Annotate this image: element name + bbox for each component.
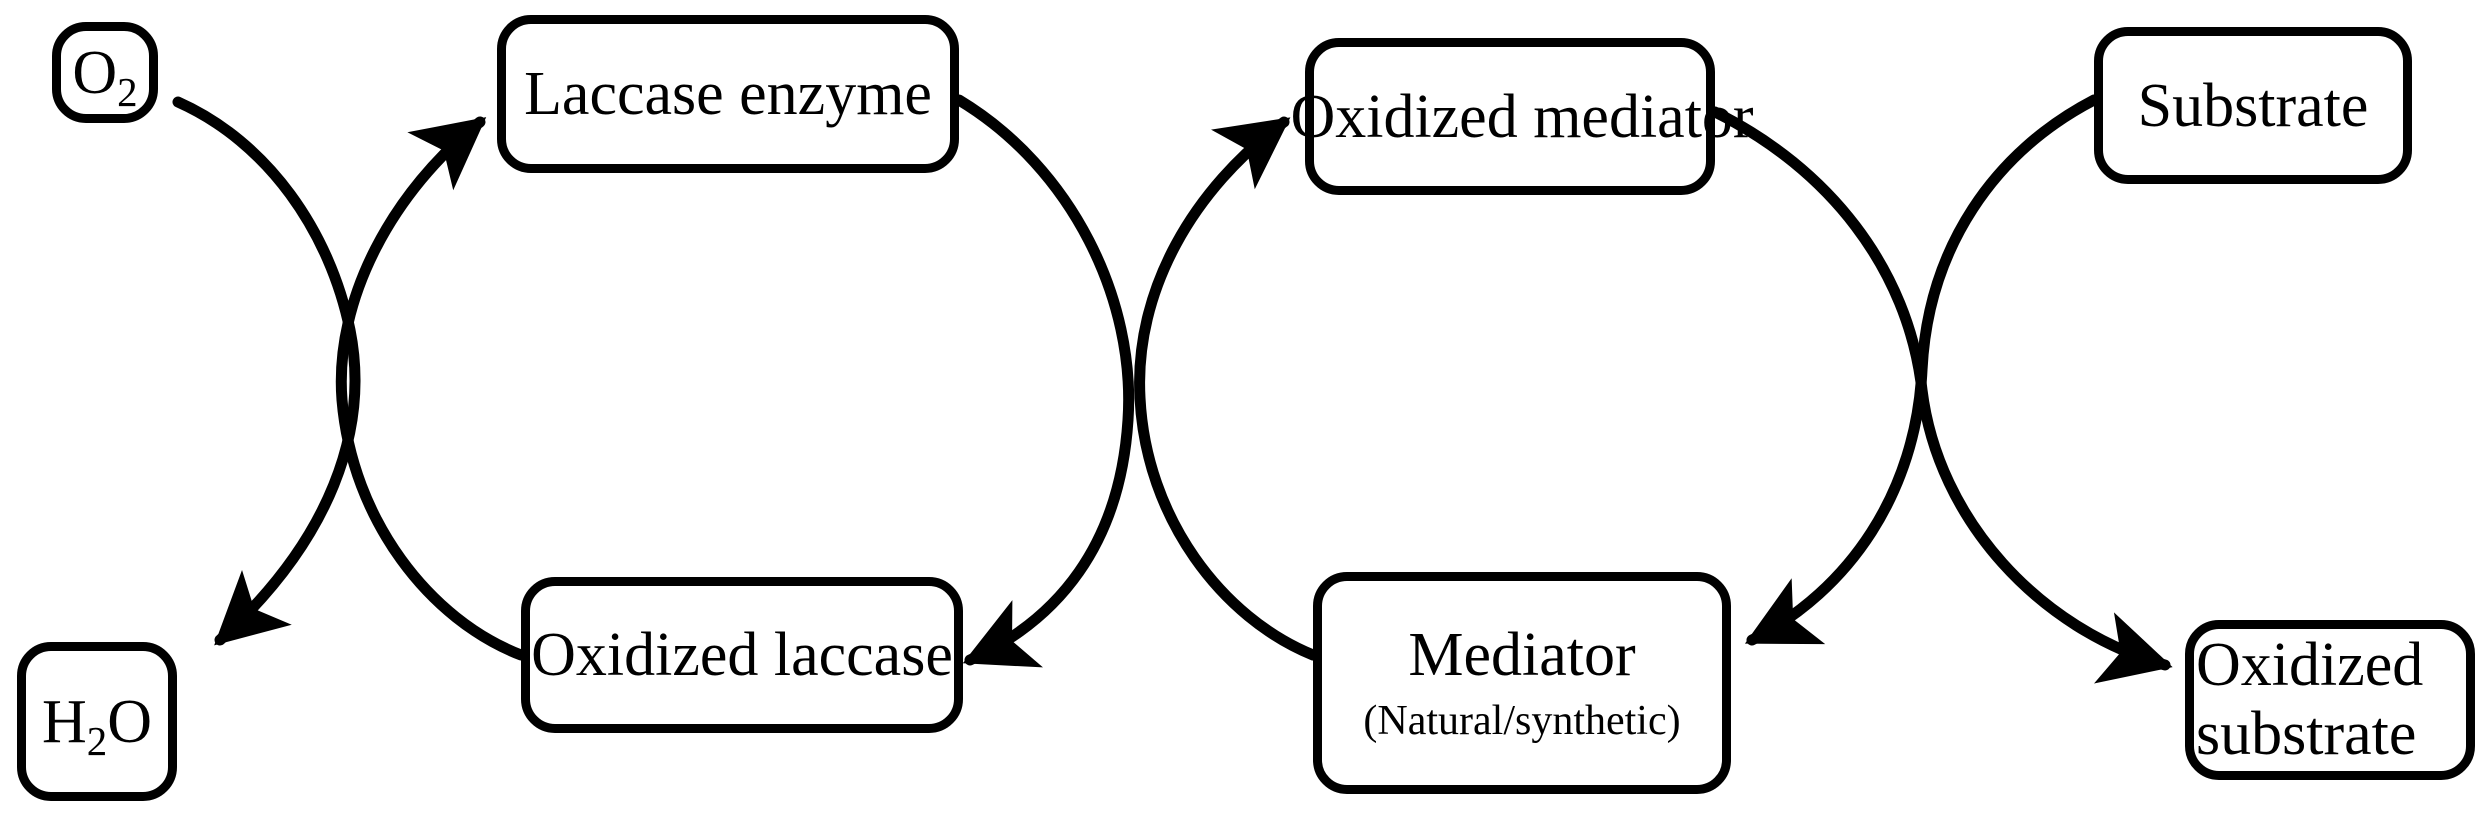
node-oxidized-substrate[interactable]: Oxidized substrate: [2185, 620, 2475, 780]
edge-o2-to-water: [172, 96, 361, 646]
edge-substrate-to-mediator: [1744, 94, 2100, 646]
node-oxidized-substrate-line1: Oxidized: [2196, 630, 2424, 699]
edge-laccase-to-oxidized-laccase: [953, 94, 1135, 668]
node-oxidized-mediator[interactable]: Oxidized mediator: [1290, 38, 1754, 195]
node-substrate-label: Substrate: [2137, 71, 2369, 140]
edge-mediator-to-oxidized-mediator: [1134, 116, 1319, 661]
node-substrate[interactable]: Substrate: [2094, 27, 2412, 184]
edge-oxidized-mediator-to-oxidized-substrate: [1709, 106, 2173, 684]
node-oxygen[interactable]: O2: [52, 22, 158, 123]
node-oxidized-substrate-line2: substrate: [2196, 700, 2417, 768]
node-mediator[interactable]: Mediator (Natural/synthetic): [1313, 572, 1731, 794]
node-water[interactable]: H2O: [17, 642, 177, 801]
node-laccase-enzyme[interactable]: Laccase enzyme: [497, 15, 959, 173]
node-oxidized-mediator-label: Oxidized mediator: [1290, 82, 1754, 151]
node-water-label: H2O: [41, 687, 152, 764]
node-oxygen-label: O2: [72, 38, 138, 115]
node-mediator-label: Mediator: [1408, 621, 1636, 689]
node-oxidized-laccase-label: Oxidized laccase: [531, 621, 953, 689]
node-mediator-sublabel: (Natural/synthetic): [1363, 698, 1681, 744]
edge-oxidized-laccase-to-laccase: [335, 116, 527, 661]
node-laccase-enzyme-label: Laccase enzyme: [524, 60, 932, 128]
node-oxidized-laccase[interactable]: Oxidized laccase: [521, 577, 963, 733]
